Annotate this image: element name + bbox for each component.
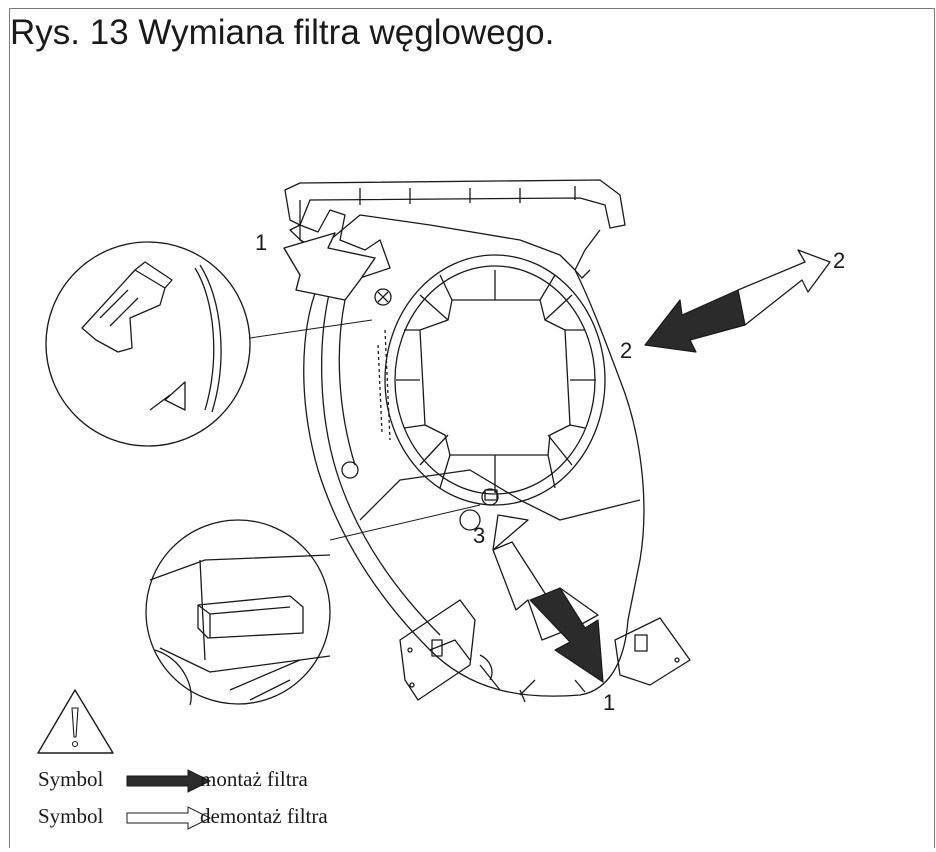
legend-row-installation: Symbol montaż filtra <box>38 767 308 792</box>
arrow-removal-top <box>283 232 376 301</box>
legend-symbol-label: Symbol <box>38 767 104 791</box>
arrow-installation-bottom <box>529 587 604 683</box>
legend-symbol-label: Symbol <box>38 804 104 828</box>
legend-text-removal: demontaż filtra <box>200 804 328 828</box>
arrow-installation-right <box>644 289 746 353</box>
detail-view-clip <box>45 241 373 447</box>
figure-title: Rys. 13 Wymiana filtra węglowego. <box>10 13 555 52</box>
mounting-plate-left <box>399 599 476 701</box>
detail-view-latch <box>145 504 481 706</box>
callout-3: 3 <box>473 523 485 548</box>
figure-frame <box>9 8 935 848</box>
warning-icon <box>37 689 114 754</box>
callout-1-bottom: 1 <box>603 690 615 715</box>
callout-2-upper: 2 <box>833 248 845 273</box>
arrow-removal-right <box>737 249 831 326</box>
legend-text-installation: montaż filtra <box>200 767 308 791</box>
callout-2-lower: 2 <box>620 338 632 363</box>
callout-1-top: 1 <box>255 230 267 255</box>
carbon-filter <box>377 254 606 506</box>
mounting-plate-right <box>614 617 691 686</box>
legend-outline-arrow-icon <box>126 806 212 830</box>
legend-filled-arrow-icon <box>126 769 212 793</box>
housing-outline <box>303 214 645 697</box>
top-bracket <box>284 179 626 229</box>
legend-row-removal: Symbol demontaż filtra <box>38 804 328 829</box>
arrow-removal-bottom <box>492 514 599 641</box>
